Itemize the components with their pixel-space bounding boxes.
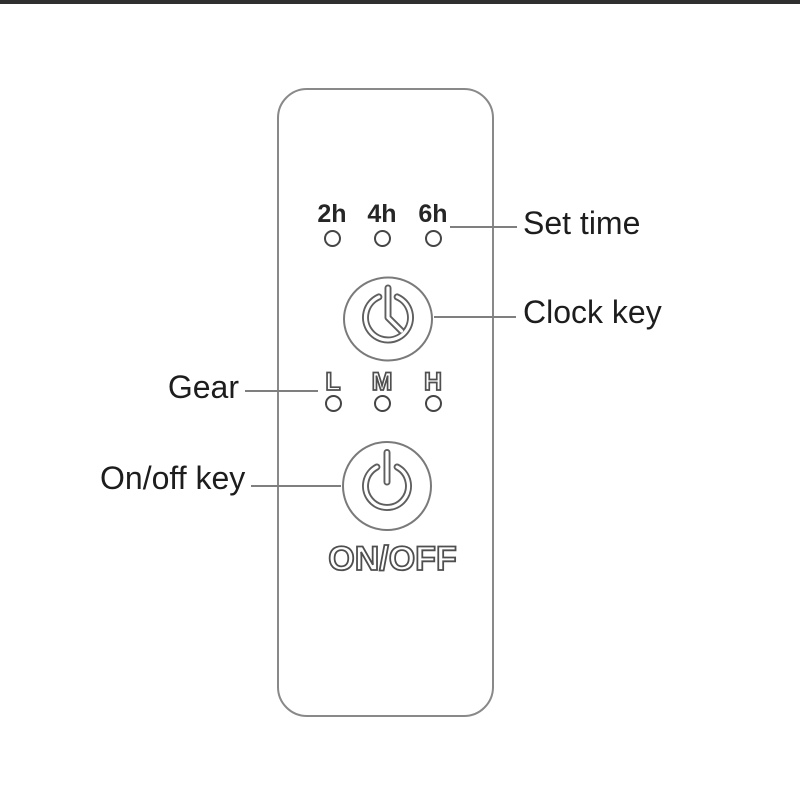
set-time-label: Set time bbox=[523, 205, 641, 241]
timer-indicator-4h: 4h bbox=[360, 202, 404, 252]
gear-light-low bbox=[324, 395, 342, 412]
timer-indicator-6h: 6h bbox=[411, 202, 455, 252]
gear-light-high bbox=[424, 395, 442, 412]
clock-key-leader-line bbox=[434, 316, 516, 318]
timer-light-4h bbox=[373, 230, 391, 247]
gear-label: Gear bbox=[167, 369, 239, 405]
timer-label-4h: 4h bbox=[367, 200, 397, 228]
image-top-edge bbox=[0, 0, 800, 4]
gear-light-medium bbox=[373, 395, 391, 412]
set-time-leader-line bbox=[450, 226, 517, 228]
gear-label-high: H bbox=[423, 368, 443, 396]
clock-key-label: Clock key bbox=[523, 294, 662, 330]
gear-indicator-medium: M bbox=[360, 368, 404, 417]
gear-leader-line bbox=[245, 390, 318, 392]
onoff-caption: ON/OFF bbox=[327, 540, 457, 578]
gear-label-low: L bbox=[325, 368, 342, 396]
gear-indicator-high: H bbox=[411, 368, 455, 417]
onoff-leader-line bbox=[251, 485, 341, 487]
gear-indicator-low: L bbox=[311, 368, 355, 417]
timer-light-6h bbox=[424, 230, 442, 247]
timer-label-6h: 6h bbox=[418, 200, 448, 228]
timer-label-2h: 2h bbox=[317, 200, 347, 228]
timer-light-2h bbox=[323, 230, 341, 247]
onoff-key-label: On/off key bbox=[100, 460, 246, 496]
timer-indicator-2h: 2h bbox=[310, 202, 354, 252]
onoff-key-button[interactable] bbox=[341, 440, 433, 532]
gear-label-medium: M bbox=[371, 368, 394, 396]
clock-key-button[interactable] bbox=[342, 275, 434, 363]
